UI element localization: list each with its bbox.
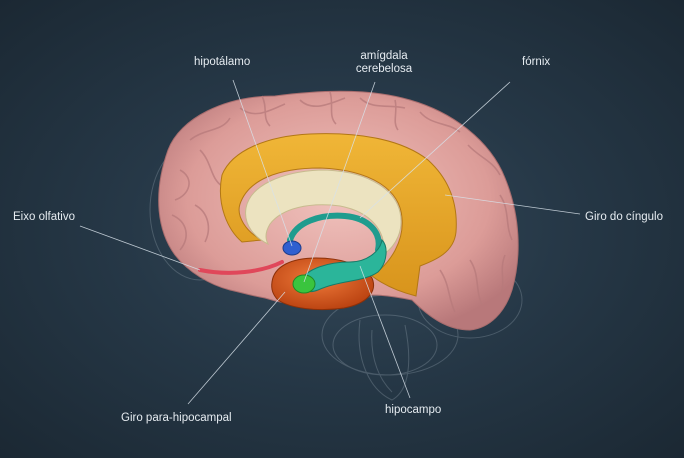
label-amigdala-line1: amígdala — [360, 50, 408, 62]
leader-eixo-olfativo — [79, 225, 201, 271]
hippocampus — [299, 238, 387, 293]
leader-hipotalamo — [232, 79, 293, 247]
leader-giro-cingulo — [444, 194, 581, 215]
cingulate-gyrus — [219, 133, 457, 297]
label-amigdala: amígdala cerebelosa — [349, 50, 419, 76]
leader-hipocampo — [359, 265, 411, 399]
leader-amigdala — [303, 81, 376, 283]
olfactory-tract — [198, 260, 284, 275]
corpus-callosum — [245, 169, 402, 255]
label-amigdala-line2: cerebelosa — [355, 63, 413, 75]
amygdala — [292, 274, 316, 294]
label-hipotalamo: hipotálamo — [194, 56, 251, 68]
leader-giro-para-hipocampal — [187, 291, 286, 405]
hypothalamus — [282, 240, 302, 256]
fornix — [287, 212, 382, 253]
label-fornix: fórnix — [522, 56, 551, 68]
label-eixo-olfativo: Eixo olfativo — [13, 211, 76, 223]
label-giro-para-hipocampal: Giro para-hipocampal — [121, 412, 232, 424]
leader-fornix — [359, 81, 511, 219]
label-hipocampo: hipocampo — [385, 404, 442, 416]
label-giro-cingulo: Giro do cíngulo — [585, 211, 663, 223]
leader-lines — [79, 79, 581, 405]
